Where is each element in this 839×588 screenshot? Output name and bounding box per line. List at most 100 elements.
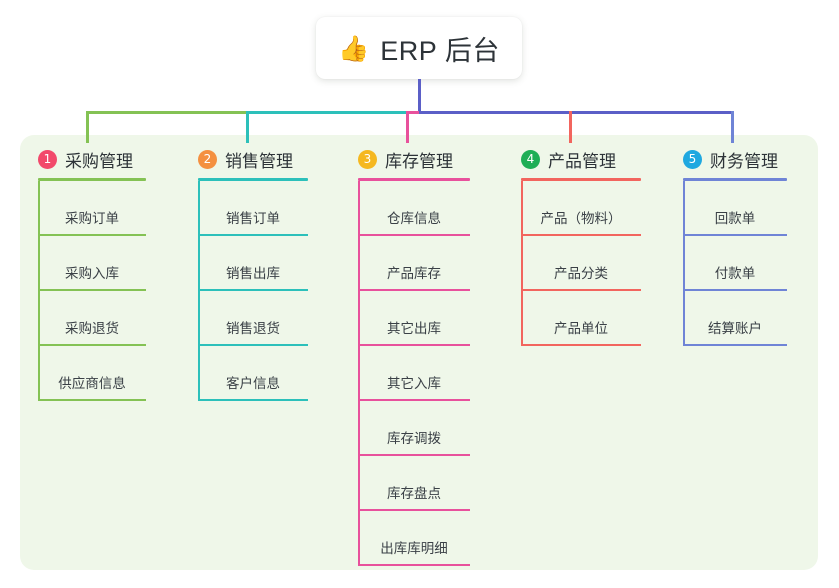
branch-leaf-item[interactable]: 采购入库 bbox=[38, 236, 146, 291]
branch-leaf-item[interactable]: 其它出库 bbox=[358, 291, 470, 346]
branch-leaf-item[interactable]: 销售退货 bbox=[198, 291, 308, 346]
branch-leaf-label: 库存盘点 bbox=[387, 486, 441, 501]
branch-header-5[interactable]: 5 财务管理 bbox=[683, 147, 787, 171]
thumbs-up-icon: 👍 bbox=[338, 34, 370, 63]
branch-leaf-label: 回款单 bbox=[714, 211, 756, 226]
branch-leaf-item[interactable]: 结算账户 bbox=[683, 291, 787, 346]
branch-header-rule bbox=[683, 178, 787, 181]
branch-leaf-item[interactable]: 销售出库 bbox=[198, 236, 308, 291]
branch-leaf-rule bbox=[38, 234, 146, 236]
branch-trunk-line bbox=[198, 181, 200, 401]
connector-drop-stem bbox=[406, 111, 409, 143]
branch-leaf-rule bbox=[38, 399, 146, 401]
branch-leaf-rule bbox=[358, 289, 470, 291]
branch-leaf-item[interactable]: 采购退货 bbox=[38, 291, 146, 346]
branch-number-badge: 2 bbox=[198, 149, 217, 169]
branch-title: 库存管理 bbox=[385, 151, 453, 171]
branch-leaf-rule bbox=[198, 399, 308, 401]
branch-leaf-label: 采购订单 bbox=[65, 211, 119, 226]
connector-bar-segment bbox=[419, 111, 571, 114]
branch-leaf-rule bbox=[358, 234, 470, 236]
branch-leaf-item[interactable]: 产品库存 bbox=[358, 236, 470, 291]
branch-leaf-rule bbox=[198, 289, 308, 291]
branch-leaf-rule bbox=[358, 344, 470, 346]
connector-bar-segment bbox=[406, 111, 421, 114]
branch-leaf-label: 客户信息 bbox=[226, 376, 280, 391]
branch-column-3: 3 库存管理仓库信息产品库存其它出库其它入库库存调拨库存盘点出库库明细 bbox=[358, 147, 470, 566]
branch-items: 销售订单销售出库销售退货客户信息 bbox=[198, 181, 308, 401]
branch-leaf-rule bbox=[521, 344, 641, 346]
connector-drop-stem bbox=[246, 111, 249, 143]
branch-title: 产品管理 bbox=[548, 151, 616, 171]
branch-leaf-item[interactable]: 出库库明细 bbox=[358, 511, 470, 566]
branch-trunk-line bbox=[683, 181, 685, 346]
branch-leaf-item[interactable]: 产品分类 bbox=[521, 236, 641, 291]
branch-leaf-rule bbox=[683, 289, 787, 291]
connector-bar-segment bbox=[86, 111, 248, 114]
branch-leaf-rule bbox=[683, 234, 787, 236]
branch-leaf-item[interactable]: 产品（物料） bbox=[521, 181, 641, 236]
branch-header-3[interactable]: 3 库存管理 bbox=[358, 147, 470, 171]
branch-leaf-label: 付款单 bbox=[714, 266, 756, 281]
branch-column-1: 1 采购管理采购订单采购入库采购退货供应商信息 bbox=[38, 147, 146, 401]
branch-title: 销售管理 bbox=[225, 151, 293, 171]
branch-leaf-rule bbox=[198, 234, 308, 236]
branch-leaf-item[interactable]: 供应商信息 bbox=[38, 346, 146, 401]
branch-items: 回款单付款单结算账户 bbox=[683, 181, 787, 346]
branch-header-1[interactable]: 1 采购管理 bbox=[38, 147, 146, 171]
branch-leaf-rule bbox=[683, 344, 787, 346]
branch-leaf-label: 其它出库 bbox=[387, 321, 441, 336]
branch-title: 财务管理 bbox=[710, 151, 778, 171]
branch-leaf-label: 其它入库 bbox=[387, 376, 441, 391]
branch-leaf-label: 销售出库 bbox=[226, 266, 280, 281]
branch-leaf-label: 库存调拨 bbox=[387, 431, 441, 446]
connector-bar-segment bbox=[569, 111, 733, 114]
branch-leaf-label: 产品库存 bbox=[387, 266, 441, 281]
branch-leaf-label: 产品（物料） bbox=[540, 211, 622, 226]
root-node[interactable]: 👍 ERP 后台 bbox=[316, 17, 522, 79]
branch-trunk-line bbox=[38, 181, 40, 401]
branch-column-5: 5 财务管理回款单付款单结算账户 bbox=[683, 147, 787, 346]
diagram-panel bbox=[20, 135, 818, 570]
root-stem-line bbox=[418, 79, 421, 113]
branch-trunk-line bbox=[358, 181, 360, 566]
branch-leaf-label: 销售订单 bbox=[226, 211, 280, 226]
branch-number-badge: 3 bbox=[358, 149, 377, 169]
branch-leaf-label: 结算账户 bbox=[708, 321, 762, 336]
branch-leaf-label: 销售退货 bbox=[226, 321, 280, 336]
branch-leaf-item[interactable]: 回款单 bbox=[683, 181, 787, 236]
branch-leaf-item[interactable]: 库存盘点 bbox=[358, 456, 470, 511]
branch-leaf-item[interactable]: 仓库信息 bbox=[358, 181, 470, 236]
branch-leaf-label: 产品分类 bbox=[554, 266, 608, 281]
branch-items: 仓库信息产品库存其它出库其它入库库存调拨库存盘点出库库明细 bbox=[358, 181, 470, 566]
branch-leaf-label: 采购退货 bbox=[65, 321, 119, 336]
connector-bar-segment bbox=[246, 111, 408, 114]
branch-leaf-item[interactable]: 其它入库 bbox=[358, 346, 470, 401]
branch-leaf-label: 仓库信息 bbox=[387, 211, 441, 226]
branch-leaf-rule bbox=[358, 509, 470, 511]
branch-leaf-item[interactable]: 库存调拨 bbox=[358, 401, 470, 456]
branch-leaf-rule bbox=[38, 289, 146, 291]
branch-leaf-rule bbox=[358, 564, 470, 566]
branch-header-rule bbox=[198, 178, 308, 181]
branch-leaf-label: 产品单位 bbox=[554, 321, 608, 336]
branch-trunk-line bbox=[521, 181, 523, 346]
branch-leaf-rule bbox=[358, 399, 470, 401]
branch-leaf-item[interactable]: 产品单位 bbox=[521, 291, 641, 346]
branch-leaf-item[interactable]: 销售订单 bbox=[198, 181, 308, 236]
branch-number-badge: 5 bbox=[683, 149, 702, 169]
branch-leaf-label: 出库库明细 bbox=[380, 541, 448, 556]
branch-leaf-item[interactable]: 采购订单 bbox=[38, 181, 146, 236]
branch-number-badge: 1 bbox=[38, 149, 57, 169]
branch-title: 采购管理 bbox=[65, 151, 133, 171]
branch-leaf-label: 供应商信息 bbox=[58, 376, 126, 391]
branch-header-rule bbox=[358, 178, 470, 181]
branch-items: 产品（物料） 产品分类产品单位 bbox=[521, 181, 641, 346]
branch-leaf-label: 采购入库 bbox=[65, 266, 119, 281]
branch-leaf-item[interactable]: 付款单 bbox=[683, 236, 787, 291]
branch-header-2[interactable]: 2 销售管理 bbox=[198, 147, 308, 171]
branch-leaf-item[interactable]: 客户信息 bbox=[198, 346, 308, 401]
